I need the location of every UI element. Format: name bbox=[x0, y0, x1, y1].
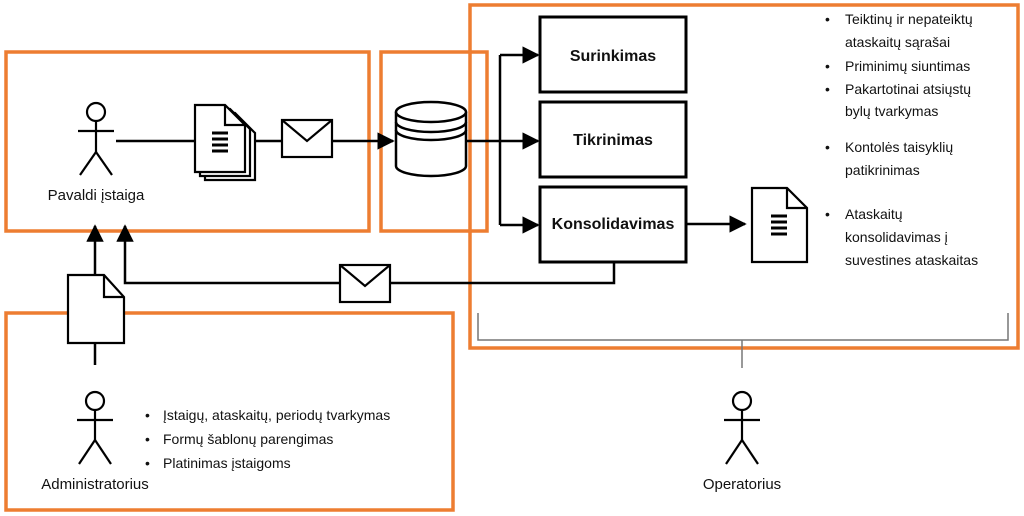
admin-note-3: Platinimas įstaigoms bbox=[163, 455, 291, 471]
report-document-icon bbox=[750, 186, 809, 264]
operator-note-3-line-1: Pakartotinai atsiųstų bbox=[845, 81, 971, 97]
collection-box bbox=[538, 15, 688, 94]
admin-note-bullet: • bbox=[145, 431, 150, 447]
operator-note-3-line-2: bylų tvarkymas bbox=[845, 103, 938, 119]
operator-bracket bbox=[477, 313, 1009, 341]
consolidation-label: Konsolidavimas bbox=[552, 216, 675, 233]
operator-actor-label: Operatorius bbox=[703, 476, 781, 493]
operator-note-4-line-1: Kontolės taisyklių bbox=[845, 139, 953, 155]
admin-note-bullet: • bbox=[145, 455, 150, 471]
documents-stack-icon bbox=[193, 103, 257, 182]
admin-note-1: Įstaigų, ataskaitų, periodų tvarkymas bbox=[163, 407, 390, 423]
operator-frame bbox=[468, 3, 1020, 350]
admin-note-2: Formų šablonų parengimas bbox=[163, 431, 333, 447]
operator-note-5-line-2: konsolidavimas į bbox=[845, 229, 948, 245]
feedback-envelope-icon bbox=[338, 263, 392, 304]
database-icon bbox=[394, 100, 468, 178]
admin-note-bullet: • bbox=[145, 407, 150, 423]
operator-note-bullet: • bbox=[825, 139, 830, 155]
operator-note-bullet: • bbox=[825, 58, 830, 74]
operator-note-5-line-3: suvestines ataskaitas bbox=[845, 252, 978, 268]
operator-note-1-line-1: Teiktinų ir nepateiktų bbox=[845, 11, 973, 27]
administrator-actor-icon bbox=[77, 390, 113, 465]
administrator-actor-label: Administratorius bbox=[41, 476, 149, 493]
admin-notes: • Įstaigų, ataskaitų, periodų tvarkymas … bbox=[145, 407, 390, 471]
envelope-icon bbox=[280, 118, 334, 159]
administrator-frame bbox=[4, 311, 455, 512]
operator-note-2-line-1: Priminimų siuntimas bbox=[845, 58, 970, 74]
feedback-connector bbox=[390, 262, 616, 285]
operator-notes: • Teiktinų ir nepateiktų ataskaitų sąraš… bbox=[825, 11, 978, 268]
feedback-arrow bbox=[116, 224, 340, 285]
form-template-icon bbox=[66, 273, 126, 345]
operator-actor-icon bbox=[724, 390, 760, 465]
operator-note-1-line-2: ataskaitų sąrašai bbox=[845, 34, 950, 50]
collection-label: Surinkimas bbox=[570, 48, 656, 65]
subordinate-actor-icon bbox=[78, 101, 114, 176]
operator-note-bullet: • bbox=[825, 11, 830, 27]
verification-box bbox=[538, 100, 688, 179]
verification-label: Tikrinimas bbox=[573, 132, 653, 149]
operator-note-bullet: • bbox=[825, 81, 830, 97]
operator-note-bullet: • bbox=[825, 206, 830, 222]
operator-note-5-line-1: Ataskaitų bbox=[845, 206, 903, 222]
operator-note-4-line-2: patikrinimas bbox=[845, 162, 920, 178]
subordinate-actor-label: Pavaldi įstaiga bbox=[48, 187, 145, 204]
